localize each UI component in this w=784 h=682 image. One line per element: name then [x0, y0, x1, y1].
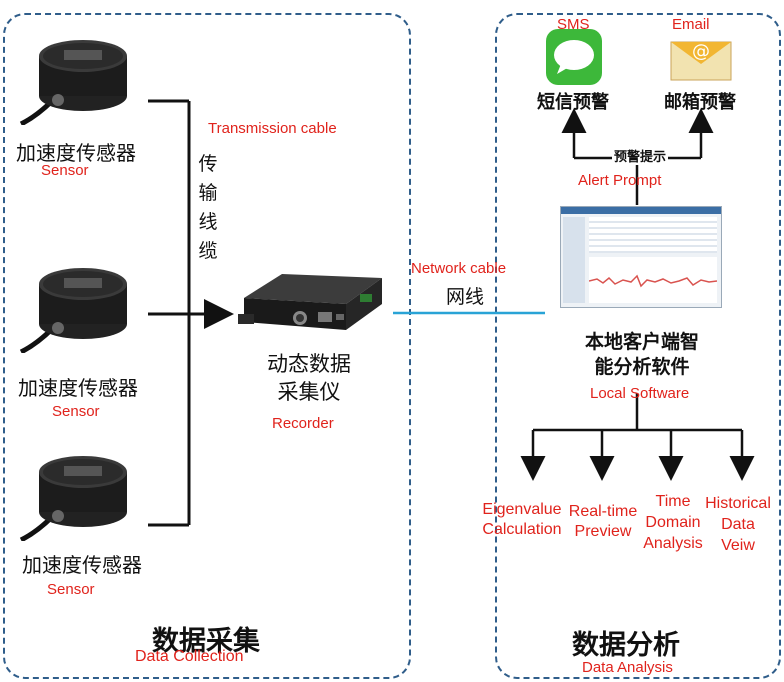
data-analysis-title-en: Data Analysis: [582, 659, 673, 676]
sensor-image-2: [19, 268, 127, 353]
sensor-image-3: [19, 456, 127, 541]
function-realtime: Real-time Preview: [568, 503, 638, 540]
sensor-2-label-cn: 加速度传感器: [18, 376, 138, 400]
recorder-label-cn: 动态数据 采集仪: [267, 352, 351, 404]
email-label-en: Email: [672, 16, 710, 33]
sensor-1-label-cn: 加速度传感器: [16, 141, 136, 165]
sms-label-cn: 短信预警: [537, 92, 609, 113]
transmission-cable-label-cn: 传 输 线 缆: [198, 153, 218, 262]
network-cable-label-en: Network cable: [411, 260, 507, 277]
software-label-en: Local Software: [590, 385, 690, 402]
function-fanout: [520, 393, 755, 481]
function-historical: Historical Data Veiw: [705, 495, 771, 554]
software-screenshot: [560, 206, 722, 308]
transmission-bracket: [148, 99, 234, 527]
software-sidebar: [563, 217, 585, 303]
function-time-domain: Time Domain Analysis: [643, 493, 703, 552]
sms-icon: [546, 29, 602, 85]
sms-label-en: SMS: [557, 16, 590, 33]
software-waveform: [589, 257, 717, 303]
recorder-image: [238, 274, 382, 330]
recorder-label-en: Recorder: [272, 415, 334, 432]
alert-prompt-label-cn: 预警提示: [612, 146, 669, 165]
sensor-2-label-en: Sensor: [52, 403, 100, 420]
data-analysis-title-cn: 数据分析: [572, 630, 680, 661]
data-collection-title-en: Data Collection: [135, 648, 244, 665]
sensor-3-label-en: Sensor: [47, 581, 95, 598]
sensor-3-label-cn: 加速度传感器: [22, 553, 142, 577]
data-analysis-panel: [495, 13, 781, 679]
network-cable-label-cn: 网线: [446, 286, 485, 308]
software-label-cn: 本地客户端智 能分析软件: [584, 331, 699, 378]
function-eigenvalue: Eigenvalue Calculation: [482, 501, 562, 538]
software-titlebar: [561, 207, 721, 214]
email-icon: @: [670, 41, 732, 81]
transmission-cable-label-en: Transmission cable: [208, 120, 337, 137]
sensor-image-1: [19, 40, 127, 125]
email-label-cn: 邮箱预警: [664, 92, 736, 113]
data-collection-title-cn: 数据采集: [152, 626, 260, 657]
sensor-1-label-en: Sensor: [41, 162, 89, 179]
svg-text:@: @: [692, 41, 710, 62]
alert-prompt-label-en: Alert Prompt: [578, 172, 662, 189]
software-table: [589, 217, 717, 253]
data-collection-panel: [3, 13, 411, 679]
